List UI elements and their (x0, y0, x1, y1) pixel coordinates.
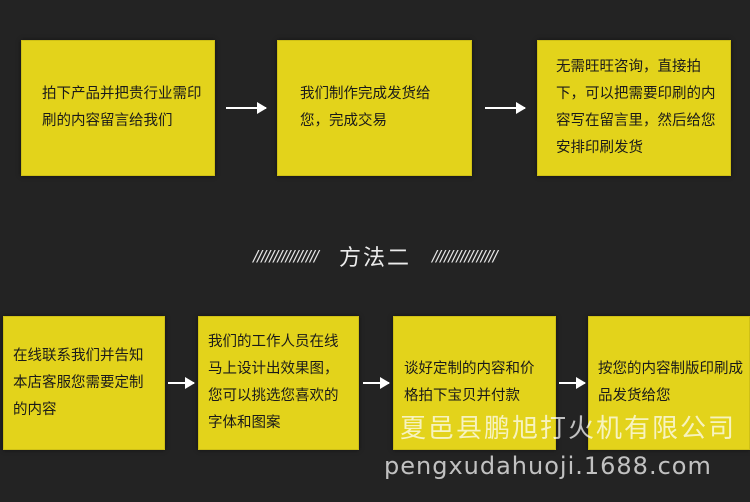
arrow-icon (559, 377, 586, 389)
method1-step-3-box: 无需旺旺咨询，直接拍下，可以把需要印刷的内容写在留言里，然后给您安排印刷发货 (537, 40, 731, 176)
method1-step-1-text: 拍下产品并把贵行业需印刷的内容留言给我们 (42, 86, 202, 129)
method2-step-3-text: 谈好定制的内容和价格拍下宝贝并付款 (404, 361, 535, 404)
arrow-icon (168, 377, 195, 389)
method1-step-1-box: 拍下产品并把贵行业需印刷的内容留言给我们 (21, 40, 215, 176)
watermark-url: pengxudahuoji.1688.com (384, 452, 712, 480)
watermark-company: 夏邑县鹏旭打火机有限公司 (400, 414, 737, 444)
arrow-icon (226, 102, 267, 114)
method2-step-2-text: 我们的工作人员在线马上设计出效果图，您可以挑选您喜欢的字体和图案 (208, 334, 339, 431)
method2-step-1-text: 在线联系我们并告知本店客服您需要定制的内容 (13, 347, 144, 418)
method2-title: 方法二 (338, 246, 411, 271)
method2-step-2-box: 我们的工作人员在线马上设计出效果图，您可以挑选您喜欢的字体和图案 (198, 316, 359, 450)
method1-step-3-text: 无需旺旺咨询，直接拍下，可以把需要印刷的内容写在留言里，然后给您安排印刷发货 (556, 59, 716, 156)
method2-step-4-text: 按您的内容制版印刷成品发货给您 (598, 361, 743, 404)
method1-step-2-text: 我们制作完成发货给您，完成交易 (300, 86, 431, 129)
heading-right-slashes: //////////////// (432, 247, 498, 265)
method2-heading: //////////////// 方法二 //////////////// (0, 240, 750, 272)
method2-step-3-box: 谈好定制的内容和价格拍下宝贝并付款 (393, 316, 556, 450)
method2-step-1-box: 在线联系我们并告知本店客服您需要定制的内容 (3, 316, 165, 450)
method1-step-2-box: 我们制作完成发货给您，完成交易 (277, 40, 472, 176)
heading-left-slashes: //////////////// (253, 247, 319, 265)
arrow-icon (485, 102, 526, 114)
arrow-icon (363, 377, 390, 389)
